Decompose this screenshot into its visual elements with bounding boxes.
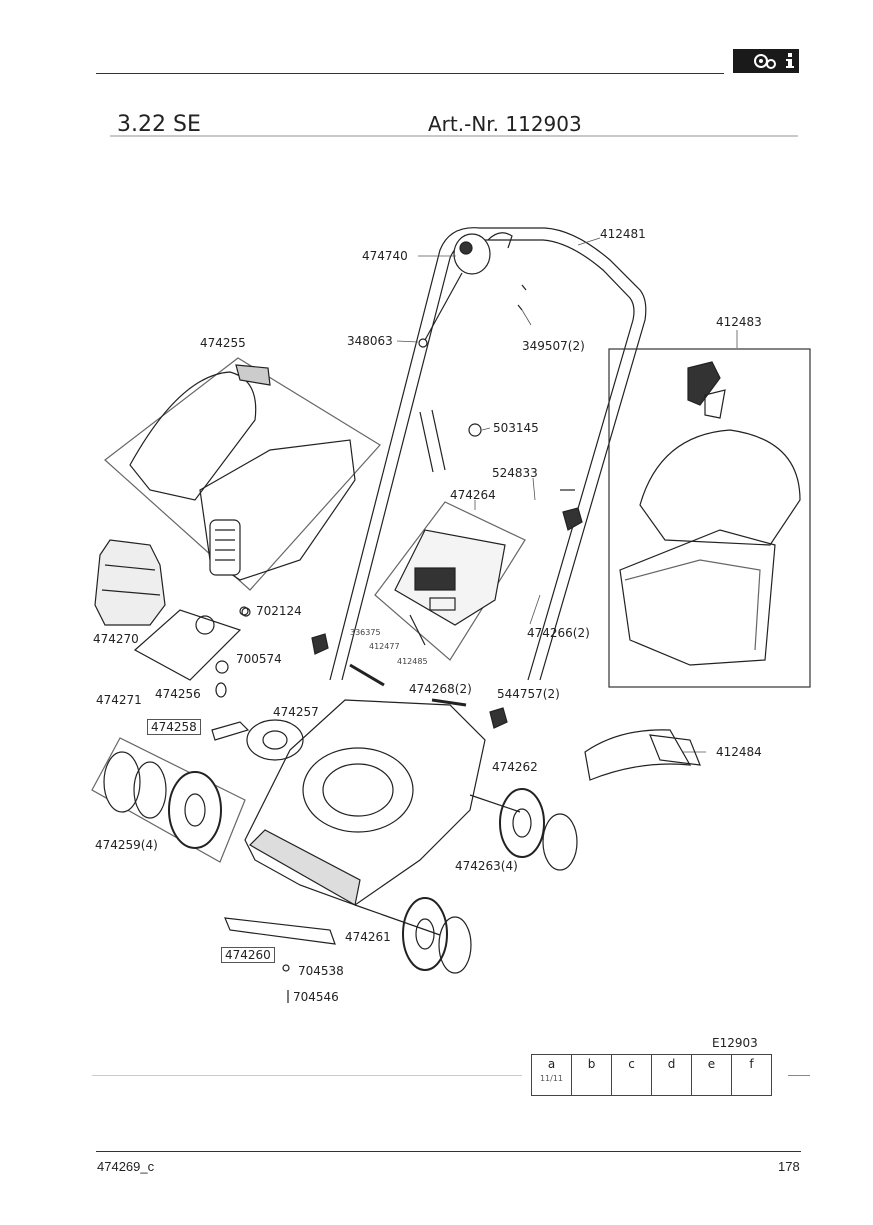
model-title: 3.22 SE [117,112,201,137]
revision-cell-d: d [651,1054,692,1096]
revision-letter: c [628,1057,635,1071]
revision-letter: a [547,1057,556,1071]
footer-rule [96,1151,801,1152]
part-label-474259: 474259(4) [95,838,158,852]
part-label-474256: 474256 [155,687,201,701]
grass-box-drawing [608,348,811,688]
part-label-474264: 474264 [450,488,496,502]
part-label-704538: 704538 [298,964,344,978]
revision-date: 11/11 [539,1074,564,1083]
part-label-704546: 704546 [293,990,339,1004]
deck-drawing [244,663,486,906]
part-label-412485: 412485 [397,657,428,666]
revision-cell-c: c [611,1054,652,1096]
handle-drawing [329,227,647,681]
page-number: 178 [778,1159,800,1174]
part-label-474268: 474268(2) [409,682,472,696]
gears-icon [754,54,776,69]
revision-code: E12903 [712,1036,758,1050]
part-label-702124: 702124 [256,604,302,618]
header-rule [96,73,724,74]
revision-cell-b: b [571,1054,612,1096]
battery-drawing [374,501,526,661]
revision-rule-left [92,1075,522,1076]
part-label-544757: 544757(2) [497,687,560,701]
switch-box-drawing [418,232,527,437]
part-label-474260: 474260 [221,947,275,963]
article-number: Art.-Nr. 112903 [428,112,582,136]
revision-letter: d [667,1057,676,1071]
blade-drawing [224,917,336,1003]
part-label-474266: 474266(2) [527,626,590,640]
part-label-412477: 412477 [369,642,400,651]
knobs-drawing [239,507,583,729]
part-label-700574: 700574 [236,652,282,666]
revision-cell-f: f [731,1054,772,1096]
document-code: 474269_c [97,1159,155,1174]
part-label-474262: 474262 [492,760,538,774]
part-label-474261: 474261 [345,930,391,944]
revision-cell-a: a 11/11 [531,1054,572,1096]
revision-rule-right [788,1075,810,1076]
part-label-412484: 412484 [716,745,762,759]
revision-letter: f [749,1057,754,1071]
revision-cell-e: e [691,1054,732,1096]
revision-table: a 11/11 b c d e f [531,1054,772,1096]
part-label-349507: 349507(2) [522,339,585,353]
wheels-drawing [91,719,578,974]
part-label-474258: 474258 [147,719,201,735]
part-label-348063: 348063 [347,334,393,348]
info-badge [733,49,799,73]
upper-cover-drawing [104,357,381,591]
part-label-412481: 412481 [600,227,646,241]
part-label-474740: 474740 [362,249,408,263]
motor-drawing [94,539,251,698]
part-label-503145: 503145 [493,421,539,435]
part-label-474263: 474263(4) [455,859,518,873]
part-label-412483: 412483 [716,315,762,329]
mulch-flap-drawing [584,729,701,781]
title-row: 3.22 SE Art.-Nr. 112903 [117,112,797,138]
part-label-336375: 336375 [350,628,381,637]
part-label-474270: 474270 [93,632,139,646]
part-label-474255: 474255 [200,336,246,350]
title-rule [110,135,798,137]
leader-lines [396,237,738,753]
revision-row: a 11/11 b c d e f [531,1054,772,1096]
part-label-474271: 474271 [96,693,142,707]
part-label-474257: 474257 [273,705,319,719]
part-label-524833: 524833 [492,466,538,480]
revision-letter: e [707,1057,716,1071]
info-icon [786,53,794,68]
revision-letter: b [587,1057,596,1071]
